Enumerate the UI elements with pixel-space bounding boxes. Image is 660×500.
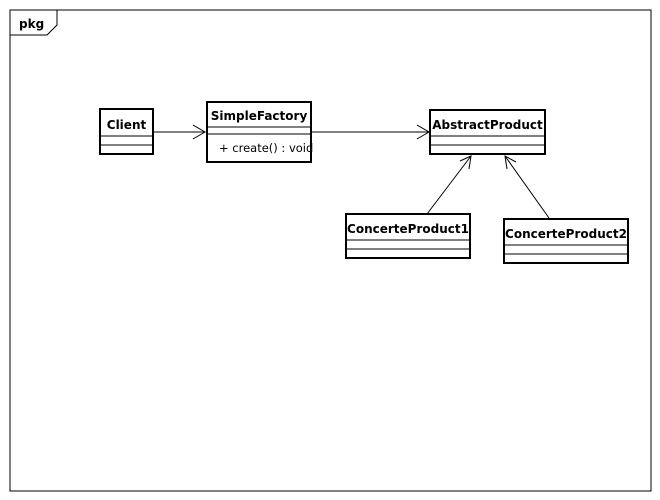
class-simplefactory[interactable]: SimpleFactory + create() : void (206, 101, 313, 163)
class-name: ConcerteProduct1 (347, 222, 469, 236)
class-box (429, 109, 546, 155)
class-name: AbstractProduct (432, 118, 543, 132)
association-concreteproduct1-abstractproduct (426, 155, 472, 215)
association-client-simplefactory (153, 124, 206, 140)
class-name: SimpleFactory (211, 109, 308, 123)
class-concerteproduct1[interactable]: ConcerteProduct1 (345, 213, 471, 259)
class-box (99, 108, 154, 155)
class-name: ConcerteProduct2 (505, 227, 627, 241)
class-client[interactable]: Client (99, 108, 154, 155)
class-name: Client (107, 118, 147, 132)
class-concerteproduct2[interactable]: ConcerteProduct2 (503, 218, 629, 264)
frame-title: pkg (19, 17, 44, 31)
class-abstractproduct[interactable]: AbstractProduct (429, 109, 546, 155)
class-box (206, 101, 312, 163)
frame-tab (10, 10, 58, 36)
association-concreteproduct2-abstractproduct (504, 155, 550, 219)
relationships (153, 124, 550, 219)
class-box (503, 218, 629, 264)
class-box (345, 213, 471, 259)
operation-create: + create() : void (219, 141, 313, 155)
